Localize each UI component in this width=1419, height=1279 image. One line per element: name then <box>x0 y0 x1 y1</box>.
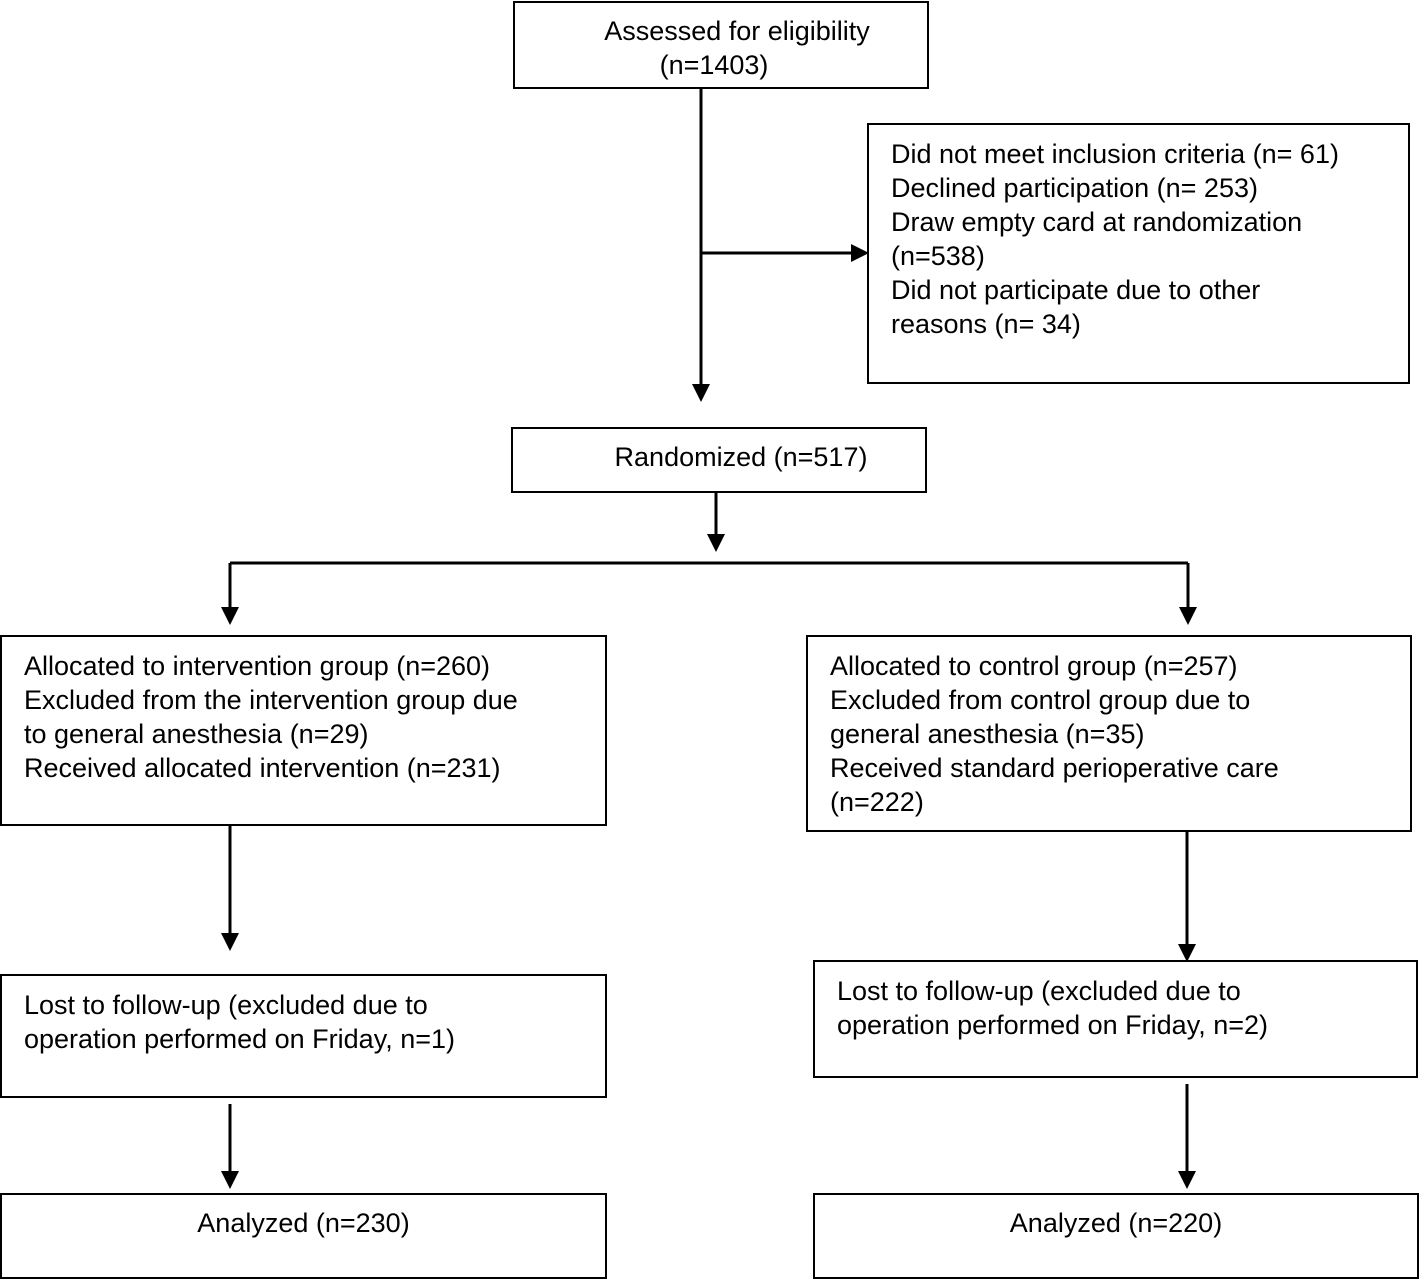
control-allocation-line: general anesthesia (n=35) <box>830 719 1145 749</box>
intervention-followup-line: Lost to follow-up (excluded due to <box>24 990 428 1020</box>
randomized-label: Randomized (n=517) <box>614 442 868 472</box>
randomized-box: Randomized (n=517) <box>511 427 927 493</box>
intervention-followup-box: Lost to follow-up (excluded due to opera… <box>0 974 607 1098</box>
control-allocation-box: Allocated to control group (n=257) Exclu… <box>806 635 1412 832</box>
arrow-head-intervention-to-followup <box>221 933 239 951</box>
exclusion-line: Did not meet inclusion criteria (n= 61) <box>891 139 1339 169</box>
control-analysis-label: Analyzed (n=220) <box>1009 1208 1223 1238</box>
control-allocation-line: Received standard perioperative care <box>830 753 1279 783</box>
intervention-allocation-line: Allocated to intervention group (n=260) <box>24 651 491 681</box>
exclusion-line: Did not participate due to other <box>891 275 1261 305</box>
arrow-head-control-to-followup <box>1178 944 1196 962</box>
control-followup-line: operation performed on Friday, n=2) <box>837 1010 1268 1040</box>
control-followup-box: Lost to follow-up (excluded due to opera… <box>813 960 1418 1078</box>
arrow-head-eligibility-to-randomized <box>692 384 710 402</box>
arrow-head-to-exclusions <box>851 244 869 262</box>
control-allocation-line: (n=222) <box>830 787 924 817</box>
exclusion-line: (n=538) <box>891 241 985 271</box>
arrow-head-split-to-control <box>1179 607 1197 625</box>
intervention-analysis-box: Analyzed (n=230) <box>0 1193 607 1279</box>
intervention-allocation-line: to general anesthesia (n=29) <box>24 719 369 749</box>
exclusion-line: reasons (n= 34) <box>891 309 1081 339</box>
intervention-followup-line: operation performed on Friday, n=1) <box>24 1024 455 1054</box>
arrow-head-followup-to-analysis-intervention <box>221 1171 239 1189</box>
eligibility-title: Assessed for eligibility <box>604 16 870 46</box>
eligibility-box: Assessed for eligibility (n=1403) <box>513 1 929 89</box>
intervention-allocation-line: Excluded from the intervention group due <box>24 685 518 715</box>
exclusions-box: Did not meet inclusion criteria (n= 61) … <box>867 123 1410 384</box>
eligibility-count: (n=1403) <box>659 50 769 80</box>
control-analysis-box: Analyzed (n=220) <box>813 1193 1419 1279</box>
control-followup-line: Lost to follow-up (excluded due to <box>837 976 1241 1006</box>
control-allocation-line: Allocated to control group (n=257) <box>830 651 1238 681</box>
intervention-allocation-box: Allocated to intervention group (n=260) … <box>0 635 607 826</box>
exclusion-line: Draw empty card at randomization <box>891 207 1303 237</box>
arrow-head-followup-to-analysis-control <box>1178 1171 1196 1189</box>
arrow-head-split-to-intervention <box>221 607 239 625</box>
control-allocation-line: Excluded from control group due to <box>830 685 1251 715</box>
arrow-head-randomized-down <box>707 534 725 552</box>
exclusion-line: Declined participation (n= 253) <box>891 173 1258 203</box>
intervention-analysis-label: Analyzed (n=230) <box>197 1208 410 1238</box>
intervention-allocation-line: Received allocated intervention (n=231) <box>24 753 501 783</box>
